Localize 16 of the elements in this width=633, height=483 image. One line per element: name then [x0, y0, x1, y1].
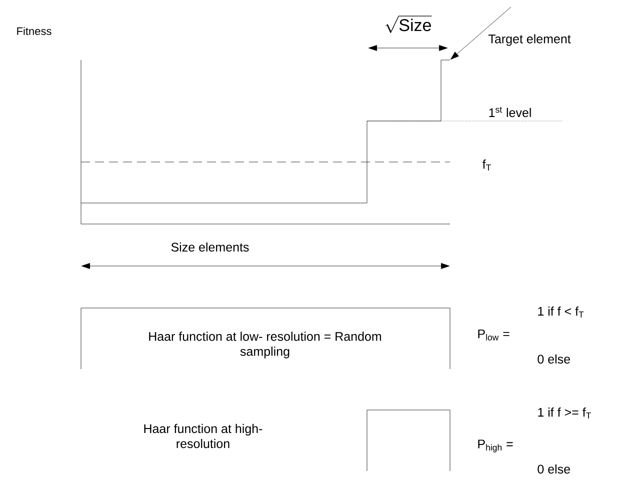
- case-text: 0 else: [538, 354, 570, 364]
- target-label: Target element: [488, 34, 571, 46]
- case-text: 1 if f >= f$_{T}$: [538, 408, 591, 418]
- probability-label: P$_{high}$ =: [478, 440, 513, 452]
- case-text: 1 if f < f$_{T}$: [538, 306, 584, 318]
- probability-label: P$_{low}$ =: [478, 330, 510, 340]
- leader-line: [450, 6, 512, 60]
- target-element-step: [440, 60, 450, 122]
- threshold-label: f$_{T}$: [482, 160, 491, 170]
- dimension-label: $\sqrt{\mathrm{Size}}$: [386, 16, 432, 33]
- haar-function-box: Haar function at low- resolution = Random sampling: [80, 308, 450, 370]
- case-text: 0 else: [538, 464, 570, 474]
- fitness: Fitness: [17, 26, 52, 36]
- level-label: 1$^{st}$ level: [489, 106, 531, 118]
- dimension-label: Size elements: [171, 242, 249, 252]
- function-label: Haar function at high- resolution: [144, 424, 262, 448]
